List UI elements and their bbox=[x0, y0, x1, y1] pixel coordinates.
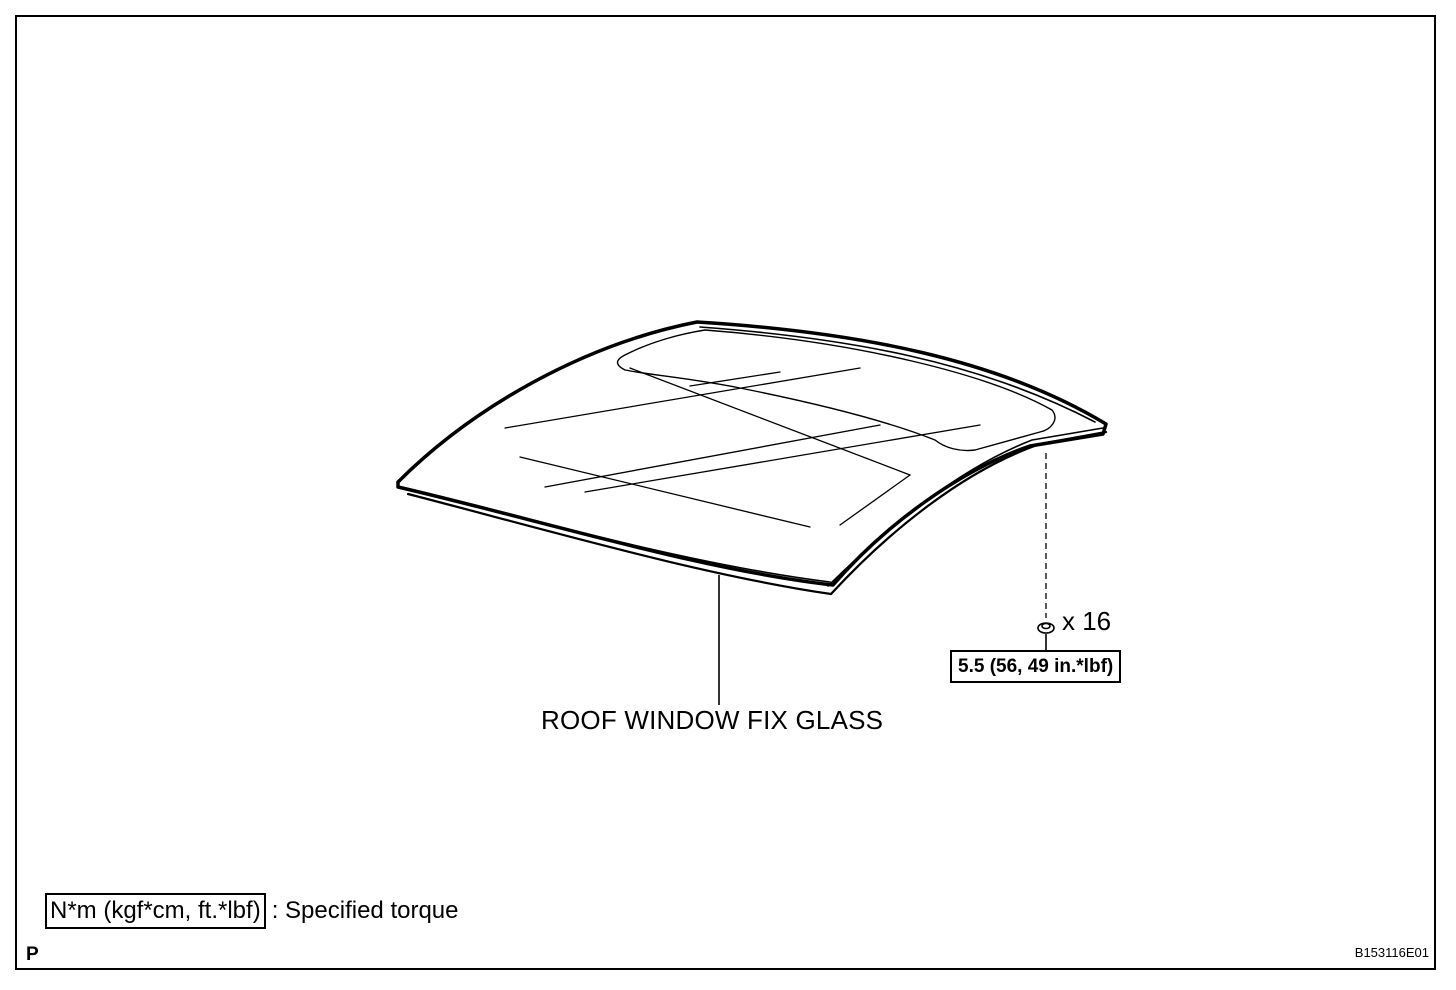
roof-glass-icon bbox=[396, 320, 1108, 596]
part-name-label: ROOF WINDOW FIX GLASS bbox=[541, 705, 884, 735]
torque-spec-box: 5.5 (56, 49 in.*lbf) bbox=[950, 650, 1122, 683]
corner-code: P bbox=[26, 944, 39, 965]
legend-description: : Specified torque bbox=[271, 897, 459, 924]
diagram-frame bbox=[15, 15, 1436, 970]
fastener-quantity-label: x 16 bbox=[1062, 606, 1112, 636]
figure-id: B153116E01 bbox=[1354, 945, 1429, 960]
clip-fastener-icon bbox=[1037, 622, 1055, 650]
torque-legend: N*m (kgf*cm, ft.*lbf) : Specified torque bbox=[45, 893, 459, 929]
legend-unit-box: N*m (kgf*cm, ft.*lbf) bbox=[45, 893, 266, 929]
